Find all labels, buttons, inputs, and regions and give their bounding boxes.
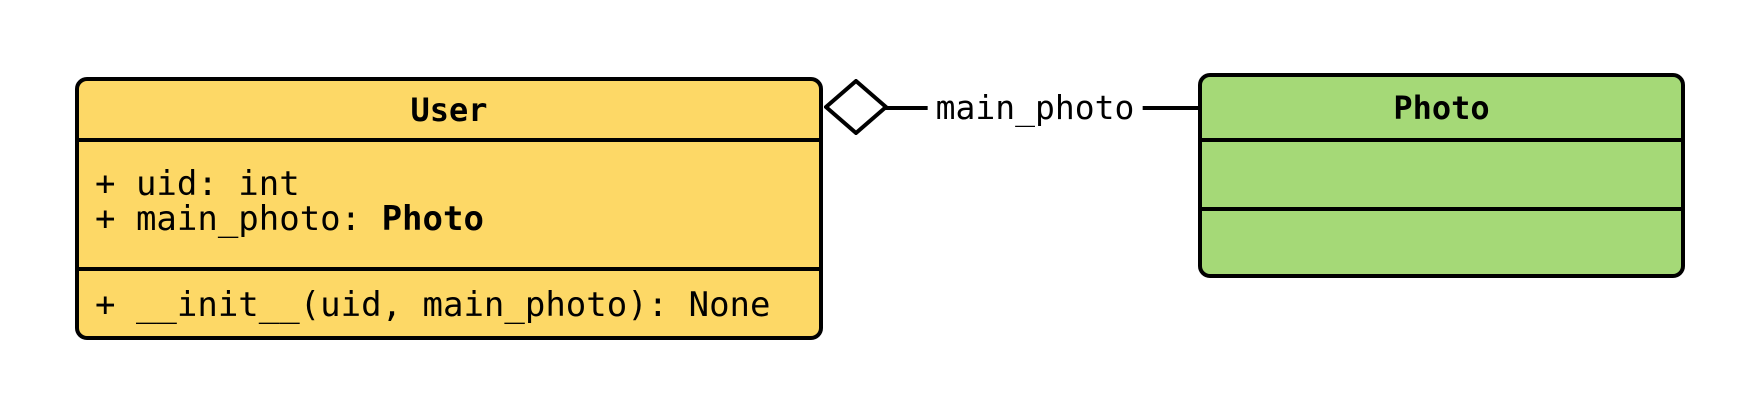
attribute-line: + uid: int xyxy=(95,167,819,202)
relationship-label: main_photo xyxy=(927,88,1143,128)
photo-class-box: Photo xyxy=(1198,73,1685,278)
attribute-text: + main_photo: xyxy=(95,199,382,239)
method-text: + __init__(uid, main_photo): None xyxy=(95,285,771,325)
method-line: + __init__(uid, main_photo): None xyxy=(95,288,819,323)
photo-class-title-compartment: Photo xyxy=(1202,77,1681,142)
attribute-text: + uid: int xyxy=(95,164,300,204)
aggregation-diamond-icon xyxy=(824,79,888,135)
user-class-box: User + uid: int + main_photo: Photo + __… xyxy=(75,77,823,340)
user-attributes-compartment: + uid: int + main_photo: Photo xyxy=(79,142,819,271)
user-class-title-compartment: User xyxy=(79,81,819,142)
user-methods-compartment: + __init__(uid, main_photo): None xyxy=(79,271,819,336)
photo-methods-compartment xyxy=(1202,211,1681,274)
user-class-title: User xyxy=(410,90,488,129)
attribute-line: + main_photo: Photo xyxy=(95,202,819,237)
attribute-type-bold: Photo xyxy=(381,199,484,239)
photo-attributes-compartment xyxy=(1202,142,1681,211)
photo-class-title: Photo xyxy=(1393,88,1490,127)
